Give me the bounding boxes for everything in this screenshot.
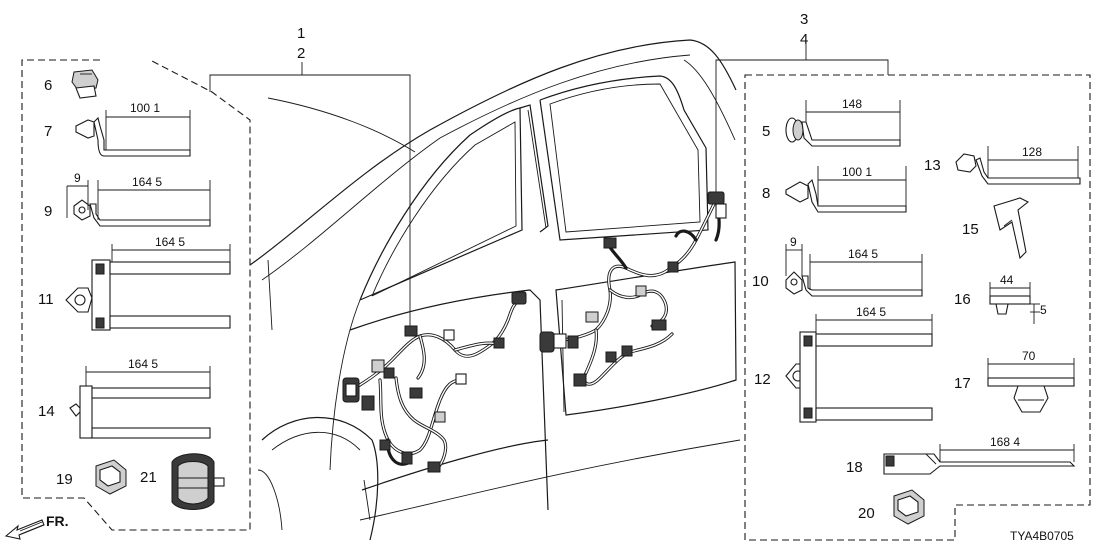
leader-lines [209,44,889,330]
part-20-holder [893,489,925,525]
callout-21: 21 [140,469,157,486]
dim-part-16-length: 44 [1000,273,1014,287]
callout-10: 10 [752,273,769,290]
part-12-band-clamp [785,314,933,423]
dim-part-10-length: 164 5 [848,247,878,261]
right-panel-frame [744,74,1091,541]
front-direction-indicator: FR. [4,513,69,540]
callout-numbers: 1 2 3 4 6 7 9 11 14 19 21 5 8 10 12 13 1… [38,11,979,522]
part-10-cable-tie [785,244,923,297]
callout-18: 18 [846,459,863,476]
callout-7: 7 [44,123,52,140]
part-6-clip [71,69,99,99]
callout-16: 16 [954,291,971,308]
part-11-band-clamp [65,244,231,331]
callout-4: 4 [800,31,808,48]
callout-20: 20 [858,505,875,522]
callout-14: 14 [38,403,55,420]
callout-1: 1 [297,25,305,42]
part-5-cable-tie [785,100,901,147]
dim-part-14-length: 164 5 [128,357,158,371]
diagram-code: TYA4B0705 [1010,529,1074,543]
dim-part-10-head: 9 [790,235,797,249]
part-9-cable-tie [66,180,211,227]
front-label: FR. [46,513,69,529]
part-8-cable-tie [785,166,907,213]
dim-part-18-length: 168 4 [990,435,1020,449]
part-19-holder [95,459,127,495]
callout-13: 13 [924,157,941,174]
part-15-bracket [993,197,1030,260]
part-14-band-clamp [69,366,211,439]
dim-part-17-length: 70 [1022,349,1036,363]
dim-part-9-head: 9 [74,171,81,185]
part-17-clip [987,358,1075,413]
callout-12: 12 [754,371,771,388]
callout-11: 11 [38,291,54,308]
callout-6: 6 [44,77,52,94]
callout-17: 17 [954,375,971,392]
callout-2: 2 [297,45,305,62]
part-18-strap [883,444,1076,475]
part-16-clip [989,282,1040,324]
callout-9: 9 [44,203,52,220]
front-arrow-icon [4,519,45,540]
vehicle-body-outline [249,39,741,541]
callout-19: 19 [56,471,73,488]
front-door-harness [342,291,527,473]
dim-part-9-length: 164 5 [132,175,162,189]
dim-part-13-length: 128 [1022,145,1042,159]
callout-5: 5 [762,123,770,140]
dim-part-7-length: 100 1 [130,101,160,115]
part-7-cable-tie [75,110,191,157]
part-21-grommet [171,453,225,510]
dim-part-11-length: 164 5 [155,235,185,249]
dim-part-12-length: 164 5 [856,305,886,319]
dim-part-5-length: 148 [842,97,862,111]
callout-15: 15 [962,221,979,238]
dim-part-8-length: 100 1 [842,165,872,179]
part-13-cable-tie [955,146,1081,185]
callout-8: 8 [762,185,770,202]
dimension-labels: 100 1 9 164 5 164 5 164 5 148 100 1 9 16… [74,97,1047,449]
dim-part-16-height: 5 [1040,303,1047,317]
callout-3: 3 [800,11,808,28]
left-panel-frame [21,59,251,531]
rear-door-harness [539,191,727,387]
